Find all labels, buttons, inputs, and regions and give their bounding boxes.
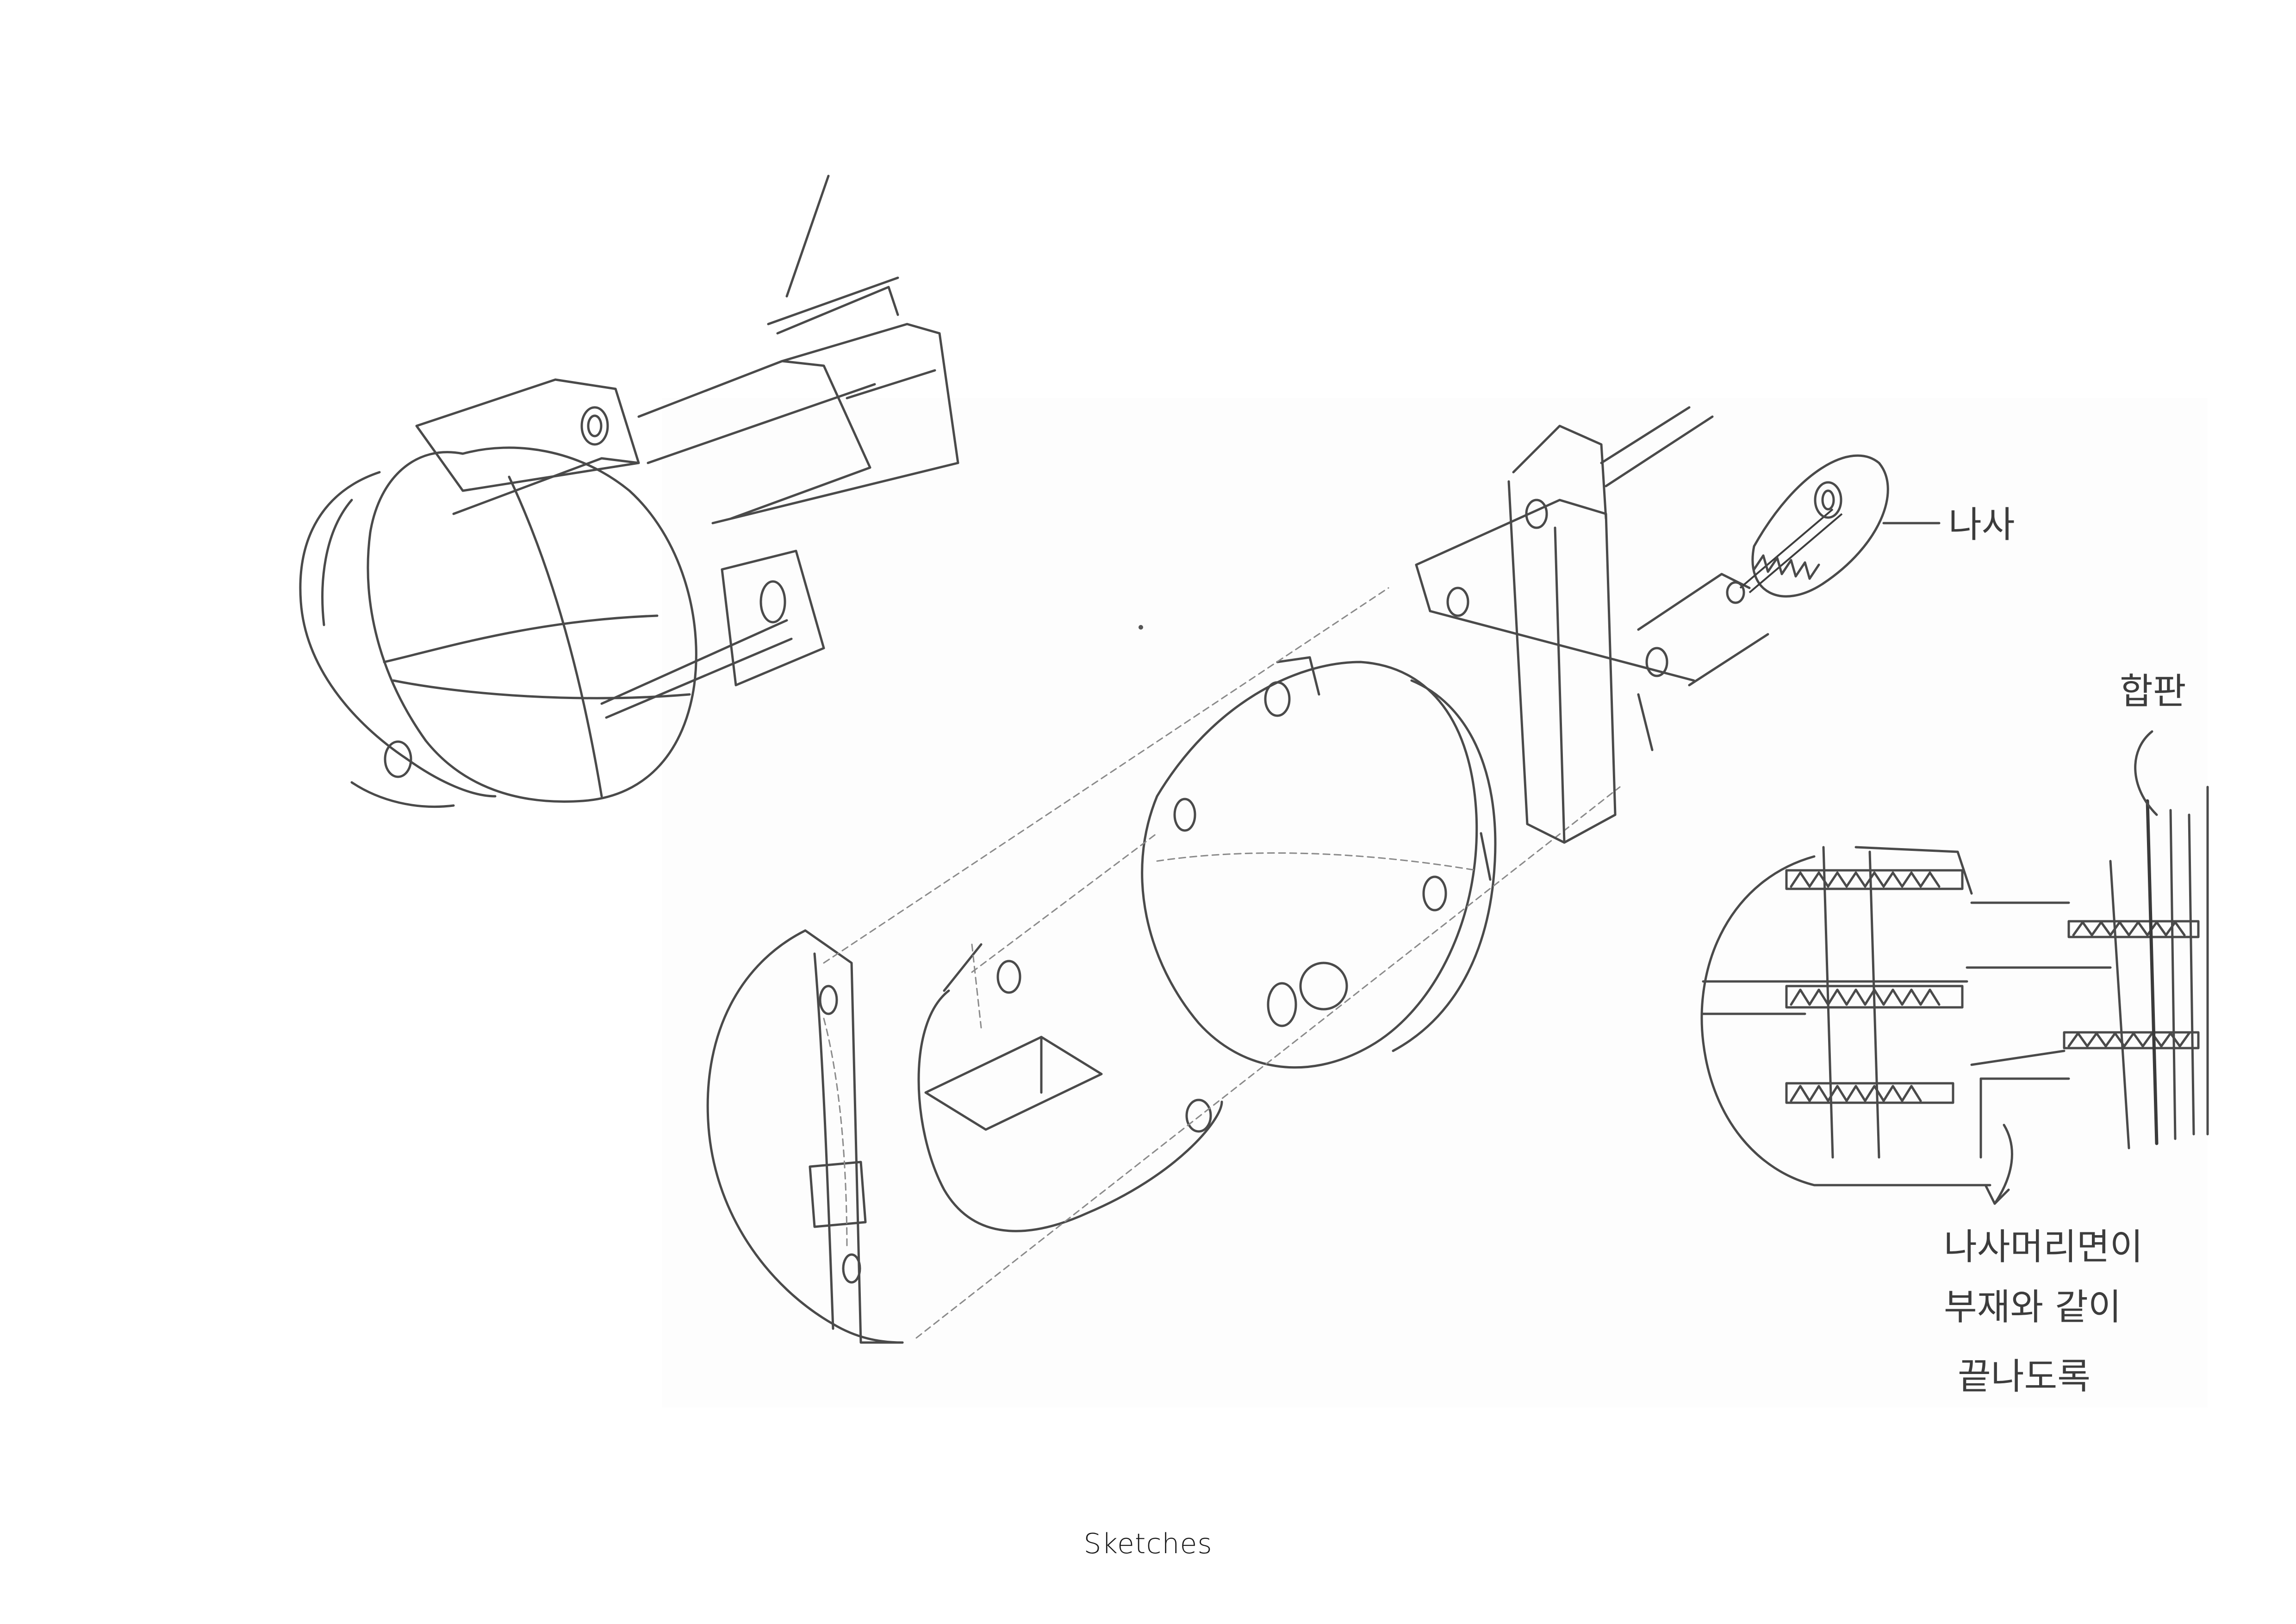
scanned-sketch-area bbox=[662, 398, 2208, 1407]
screw-detail-sketch bbox=[1700, 730, 2209, 1205]
assembled-joint-sketch bbox=[299, 175, 959, 808]
exploded-joint-sketch bbox=[706, 406, 1941, 1344]
screw-1 bbox=[1785, 869, 1964, 890]
screw-4 bbox=[2067, 920, 2200, 938]
annotation-note-line-1: 나사머리면이 bbox=[1944, 1226, 2143, 1268]
annotation-note-line-2: 부재와 같이 bbox=[1944, 1287, 2122, 1328]
annotation-screw: 나사 bbox=[1948, 504, 2015, 546]
pencil-dot bbox=[1139, 625, 1143, 630]
screw-5 bbox=[2063, 1031, 2200, 1049]
page-caption: Sketches bbox=[1083, 1528, 1213, 1560]
screw-3 bbox=[1785, 1082, 1954, 1104]
annotation-plywood: 합판 bbox=[2120, 671, 2186, 712]
screw-2 bbox=[1785, 985, 1964, 1009]
annotation-note-line-3: 끝나도록 bbox=[1958, 1356, 2091, 1398]
